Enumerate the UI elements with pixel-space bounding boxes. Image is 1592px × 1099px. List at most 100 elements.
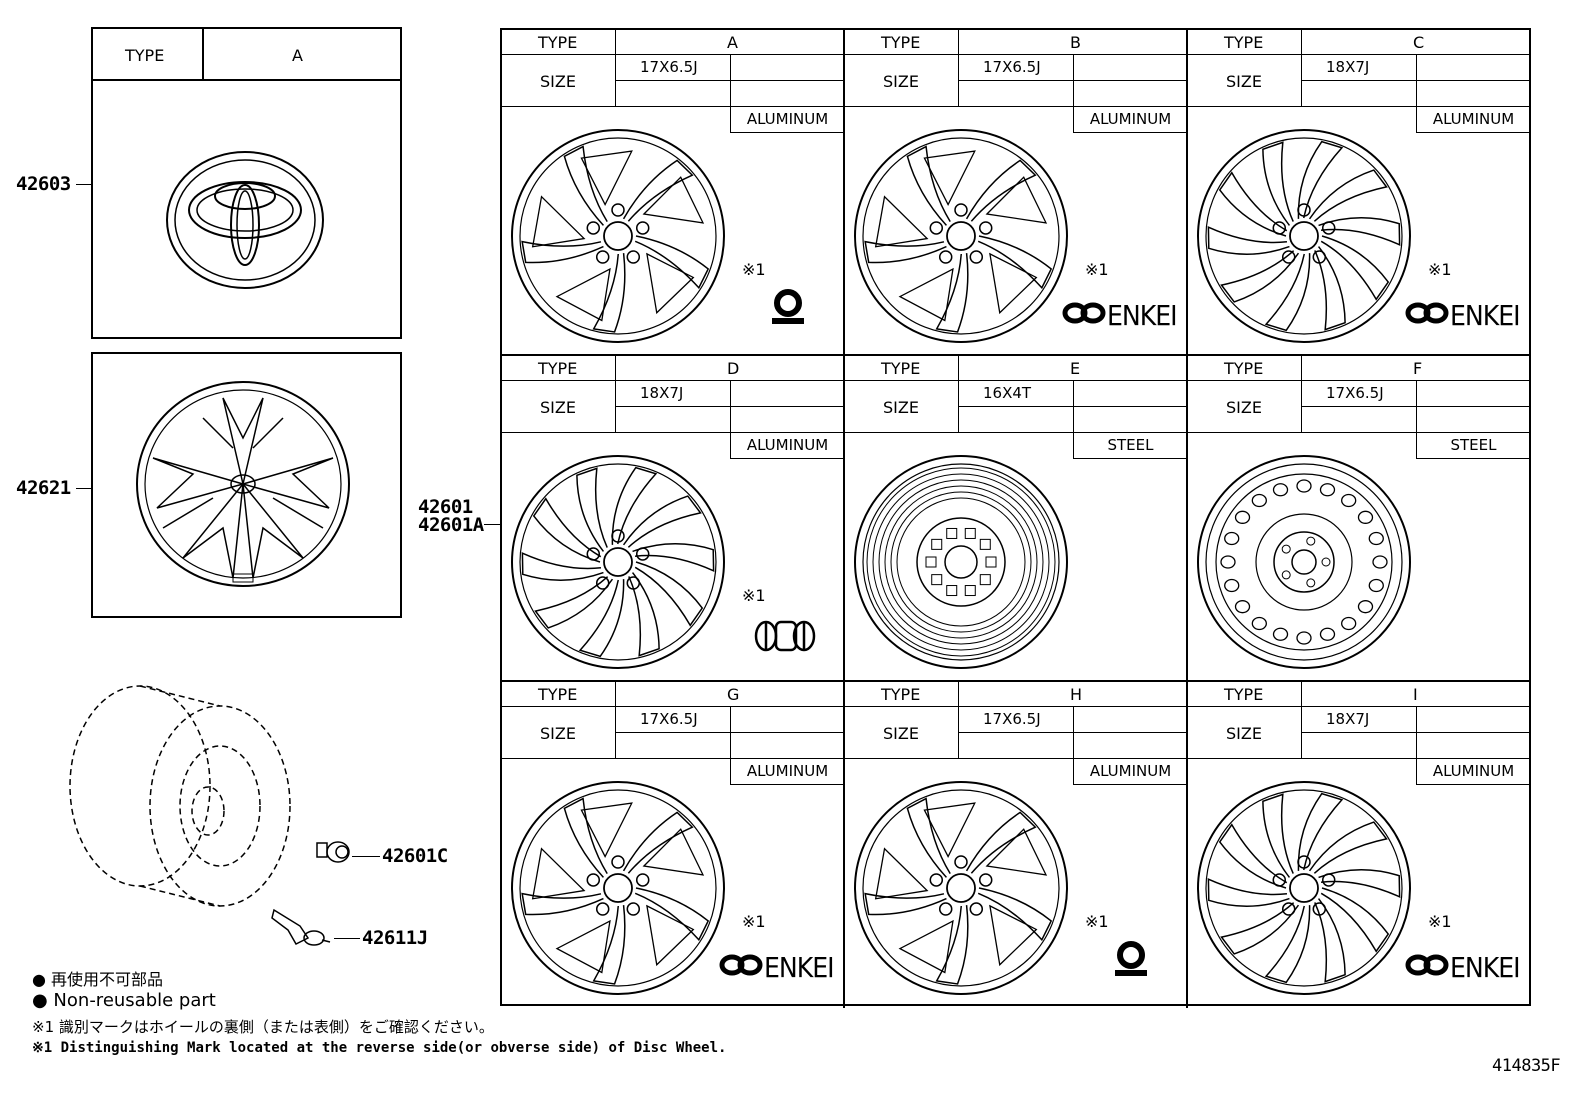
- maker-enkei-logo-b: ENKEI: [1062, 299, 1178, 330]
- label-col-divider: [958, 30, 959, 106]
- size-label: SIZE: [1226, 398, 1262, 417]
- size-value: 18X7J: [1326, 710, 1370, 728]
- distinguishing-mark: ※1: [1085, 260, 1109, 279]
- cap-type-label: TYPE: [125, 46, 165, 65]
- size-label: SIZE: [883, 724, 919, 743]
- type-row-divider: [502, 706, 843, 707]
- size-label: SIZE: [1226, 72, 1262, 91]
- maker-enkei-logo-c: ENKEI: [1405, 299, 1521, 330]
- figure-id: 414835F: [1492, 1056, 1561, 1076]
- material-value: ALUMINUM: [1089, 762, 1172, 780]
- material-value: ALUMINUM: [746, 762, 829, 780]
- material-bottom-divider: [730, 458, 845, 459]
- svg-text:ENKEI: ENKEI: [764, 951, 834, 982]
- valve-icon: [271, 908, 331, 946]
- wheel-a-icon: [511, 129, 725, 343]
- maker-enkei-logo-g: ENKEI: [719, 951, 835, 982]
- size-sub-divider: [958, 80, 1188, 81]
- cap-table-divider-v: [202, 27, 204, 79]
- type-label: TYPE: [1224, 359, 1264, 378]
- size-value: 16X4T: [983, 384, 1032, 402]
- label-col-divider: [615, 682, 616, 758]
- size-sub-divider: [958, 732, 1188, 733]
- size-row-divider: [845, 432, 1186, 433]
- distinguishing-mark: ※1: [1428, 260, 1452, 279]
- type-label: TYPE: [881, 33, 921, 52]
- size-sub-divider: [615, 80, 845, 81]
- cap-panel: [91, 27, 402, 339]
- note-mark-jp: ※1 識別マークはホイールの裏側（または表側）をご確認ください。: [32, 1018, 494, 1036]
- maker-cd-logo-d: [754, 620, 816, 652]
- type-label: TYPE: [538, 685, 578, 704]
- material-bottom-divider: [1416, 784, 1531, 785]
- size-sub-divider: [615, 732, 845, 733]
- wheel-outline-icon: [69, 685, 291, 907]
- svg-text:ENKEI: ENKEI: [1107, 299, 1177, 330]
- value-col-divider: [1416, 54, 1417, 132]
- type-value: B: [1070, 33, 1081, 52]
- material-value: ALUMINUM: [1432, 110, 1515, 128]
- size-value: 18X7J: [1326, 58, 1370, 76]
- size-label: SIZE: [540, 724, 576, 743]
- wheel-i-icon: [1197, 781, 1411, 995]
- type-value: E: [1070, 359, 1081, 378]
- part-number-42601: 42601: [418, 496, 473, 518]
- size-sub-divider: [615, 406, 845, 407]
- type-label: TYPE: [538, 359, 578, 378]
- size-row-divider: [845, 106, 1186, 107]
- type-value: A: [727, 33, 738, 52]
- distinguishing-mark: ※1: [742, 912, 766, 931]
- cap-table-divider-h: [91, 79, 402, 81]
- note-nonreusable-jp: ● 再使用不可部品: [32, 970, 164, 989]
- material-value: STEEL: [1107, 436, 1154, 454]
- leader-42601c: [352, 856, 380, 857]
- size-label: SIZE: [540, 398, 576, 417]
- label-col-divider: [958, 356, 959, 432]
- maker-enkei-logo-i: ENKEI: [1405, 951, 1521, 982]
- leader-42621: [76, 488, 91, 489]
- size-value: 17X6.5J: [983, 58, 1041, 76]
- type-row-divider: [845, 380, 1186, 381]
- material-bottom-divider: [1073, 784, 1188, 785]
- material-value: ALUMINUM: [746, 436, 829, 454]
- size-row-divider: [502, 432, 843, 433]
- material-value: STEEL: [1450, 436, 1497, 454]
- size-label: SIZE: [883, 72, 919, 91]
- part-number-42621: 42621: [16, 477, 71, 499]
- size-label: SIZE: [883, 398, 919, 417]
- type-label: TYPE: [1224, 685, 1264, 704]
- size-row-divider: [502, 758, 843, 759]
- part-number-42603: 42603: [16, 173, 71, 195]
- material-bottom-divider: [730, 132, 845, 133]
- wheel-b-icon: [854, 129, 1068, 343]
- type-label: TYPE: [538, 33, 578, 52]
- part-number-42601a: 42601A: [418, 514, 484, 536]
- leader-42603: [76, 184, 91, 185]
- leader-42611j: [334, 938, 360, 939]
- type-value: G: [727, 685, 740, 704]
- size-sub-divider: [1301, 732, 1531, 733]
- label-col-divider: [1301, 30, 1302, 106]
- nut-icon: [316, 841, 350, 863]
- material-bottom-divider: [1073, 132, 1188, 133]
- svg-text:ENKEI: ENKEI: [1450, 299, 1520, 330]
- type-value: C: [1413, 33, 1425, 52]
- type-row-divider: [845, 54, 1186, 55]
- type-value: F: [1413, 359, 1423, 378]
- type-label: TYPE: [881, 685, 921, 704]
- size-sub-divider: [958, 406, 1188, 407]
- part-number-42611j: 42611J: [362, 927, 428, 949]
- wheel-g-icon: [511, 781, 725, 995]
- size-row-divider: [1188, 432, 1531, 433]
- leader-42601: [484, 524, 500, 525]
- value-col-divider: [730, 706, 731, 784]
- type-value: I: [1413, 685, 1418, 704]
